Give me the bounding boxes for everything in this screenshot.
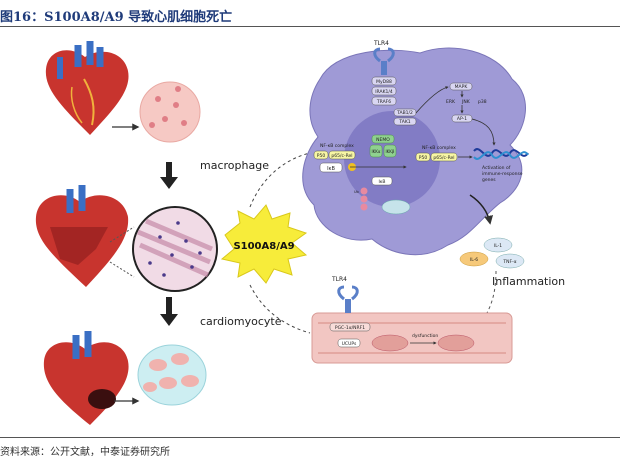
il6-blob bbox=[459, 251, 489, 267]
down-arrow-1 bbox=[160, 162, 178, 189]
mitochondria-icon bbox=[371, 334, 409, 352]
dysfunction-label: dysfunction bbox=[412, 333, 438, 339]
nemo-label: NEMO bbox=[376, 137, 390, 143]
heart-icon-necrotic bbox=[43, 331, 129, 425]
tak1-label: TAK1 bbox=[398, 119, 410, 125]
ikk-b-label: IKKβ bbox=[386, 149, 395, 154]
zoom-line-bottom bbox=[109, 261, 135, 278]
s100-label: S100A8/A9 bbox=[233, 241, 294, 252]
p65-left-box bbox=[328, 150, 356, 160]
tak1-box bbox=[393, 117, 417, 126]
ikb-left-label: IκB bbox=[327, 166, 335, 172]
ikk-complex bbox=[369, 134, 397, 158]
dna-helix-icon bbox=[473, 148, 529, 160]
tab-label: TAB1/2 bbox=[396, 110, 413, 116]
dashed-link-macrophage bbox=[249, 152, 311, 208]
erk-label: ERK bbox=[446, 99, 456, 105]
cardiomyocyte-label: cardiomyocyte bbox=[200, 315, 282, 328]
ap1-box bbox=[451, 114, 473, 123]
mapk-box bbox=[449, 82, 473, 91]
down-arrow-2 bbox=[160, 297, 178, 326]
nfkb-left-label: NF-κB complex bbox=[320, 143, 354, 149]
activation-label: Activation of immune-response genes bbox=[482, 165, 524, 183]
ap1-label: AP-1 bbox=[457, 116, 467, 122]
pgc-box bbox=[329, 322, 371, 332]
activation-line: genes bbox=[482, 178, 496, 183]
irak-box bbox=[371, 86, 397, 96]
source-note: 资料来源：公开文献，中泰证券研究所 bbox=[0, 447, 170, 458]
traf6-label: TRAF6 bbox=[376, 99, 391, 105]
tlr4-bottom-label: TLR4 bbox=[331, 276, 347, 283]
activation-line: immune-response bbox=[482, 171, 523, 177]
zoom-line-top bbox=[109, 226, 135, 243]
jnk-label: JNK bbox=[461, 99, 471, 105]
tlr4-receptor-bottom bbox=[337, 285, 359, 313]
p65-right-label: p65/c-Rel bbox=[433, 155, 454, 161]
activation-line: Activation of bbox=[482, 165, 511, 171]
ikk-a-label: IKKα bbox=[371, 149, 380, 154]
ikb-mid-label: IκB bbox=[378, 179, 385, 185]
dashed-link-cardiomyocyte bbox=[249, 284, 311, 334]
top-rule bbox=[0, 26, 620, 27]
tissue-damaged bbox=[137, 344, 207, 406]
figure-title: 图16：S100A8/A9 导致心肌细胞死亡 bbox=[0, 10, 233, 25]
histology-circle bbox=[132, 206, 218, 292]
p65-right-box bbox=[430, 152, 458, 162]
ikb-mid-box bbox=[371, 176, 393, 186]
arrow-ap1-dna bbox=[471, 118, 496, 146]
pgc-label: PGC-1α/NRF1 bbox=[335, 325, 365, 331]
ubiquitin-icon bbox=[360, 195, 368, 203]
bottom-rule bbox=[0, 437, 620, 438]
irak-label: IRAK1/4 bbox=[375, 89, 393, 95]
heart-icon-healthy bbox=[45, 41, 129, 135]
inflammation-label: Inflammation bbox=[492, 275, 565, 288]
p50-right-box bbox=[415, 152, 431, 162]
arrow-tak-mapk bbox=[415, 86, 449, 114]
p38-label: p38 bbox=[478, 99, 487, 105]
p50-left-label: P50 bbox=[317, 153, 326, 159]
ucp-label: UCUPs bbox=[342, 341, 357, 347]
p50-right-label: P50 bbox=[419, 155, 428, 161]
p50-left-box bbox=[313, 150, 329, 160]
arrow-cytokine-release bbox=[469, 194, 493, 225]
proteasome-icon bbox=[381, 199, 411, 215]
il1-blob bbox=[483, 237, 513, 253]
ub-label: Ub bbox=[354, 190, 360, 194]
myd88-label: MyD88 bbox=[376, 79, 392, 85]
tnf-label: TNF-α bbox=[502, 259, 516, 265]
tnf-blob bbox=[495, 253, 525, 269]
ubiquitin-icon bbox=[360, 203, 368, 211]
ubiquitin-icon bbox=[360, 187, 368, 195]
macrophage-cell bbox=[302, 47, 526, 256]
heart-icon-injured bbox=[35, 185, 129, 287]
nfkb-right-label: NF-κB complex bbox=[422, 145, 456, 151]
traf6-box bbox=[371, 96, 397, 106]
diagram-canvas: S100A8/A9 macrophage cardiomyocyte TLR4 … bbox=[35, 40, 565, 425]
myd88-box bbox=[371, 76, 397, 86]
tlr4-top-label: TLR4 bbox=[373, 40, 389, 47]
macrophage-label: macrophage bbox=[200, 159, 269, 172]
tissue-healthy bbox=[139, 81, 201, 143]
il1-label: IL-1 bbox=[494, 243, 502, 249]
s100a8-a9-star bbox=[220, 204, 308, 284]
mitochondria-icon bbox=[437, 334, 475, 352]
ikb-left-box bbox=[319, 162, 343, 173]
ucp-box bbox=[337, 338, 361, 348]
mapk-label: MAPK bbox=[455, 84, 469, 90]
p65-left-label: p65/c-Rel bbox=[331, 153, 352, 159]
tlr4-receptor-top bbox=[373, 47, 395, 75]
il6-label: IL-6 bbox=[470, 257, 478, 263]
